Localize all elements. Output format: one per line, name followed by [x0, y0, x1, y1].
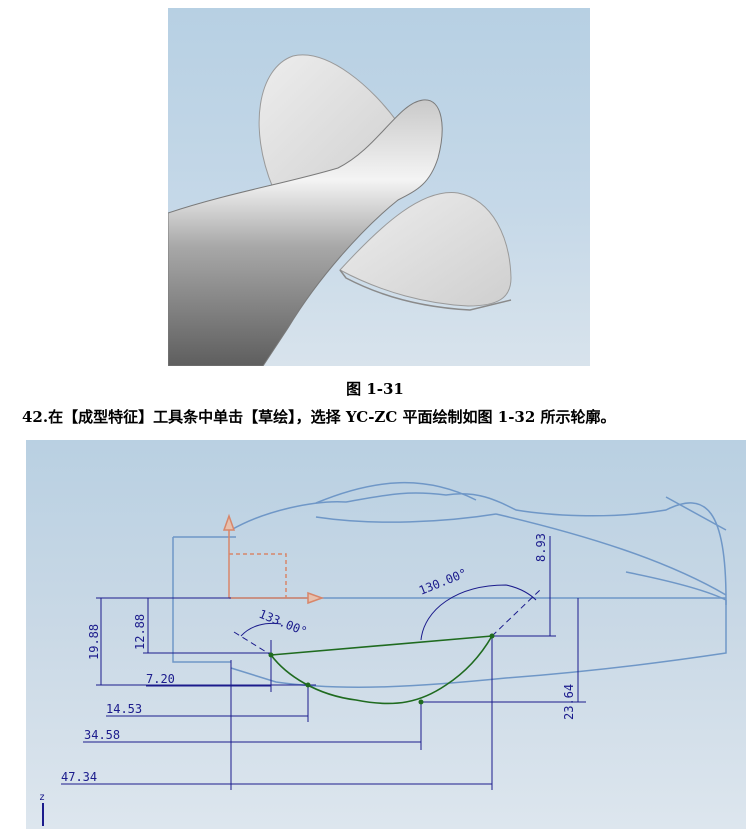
dim-34-58: 34.58 [84, 728, 120, 742]
dim-8-93: 8.93 [534, 533, 548, 562]
dimension-lines [61, 536, 586, 790]
dim-14-53: 14.53 [106, 702, 142, 716]
dim-12-88: 12.88 [133, 614, 147, 650]
datum-csys [222, 513, 325, 605]
sketch-profile [270, 635, 493, 705]
z-axis-label: z [39, 792, 45, 803]
dim-7-20: 7.20 [146, 672, 175, 686]
sketch-points [268, 633, 495, 705]
horizontal-stabilizer [339, 192, 512, 307]
dim-47-34: 47.34 [61, 770, 97, 784]
fuselage [168, 99, 443, 366]
dim-19-88: 19.88 [87, 624, 101, 660]
sketch-image: 19.88 12.88 8.93 23.64 7.20 14.53 34.58 … [26, 440, 746, 829]
step-instruction: 42.在【成型特征】工具条中单击【草绘】，选择 YC-ZC 平面绘制如图 1-3… [22, 408, 616, 426]
angle-133: 133.00° [257, 607, 309, 639]
tail-render-image [168, 8, 590, 366]
dim-23-64: 23.64 [562, 684, 576, 720]
figure-caption: 图 1-31 [346, 380, 404, 398]
